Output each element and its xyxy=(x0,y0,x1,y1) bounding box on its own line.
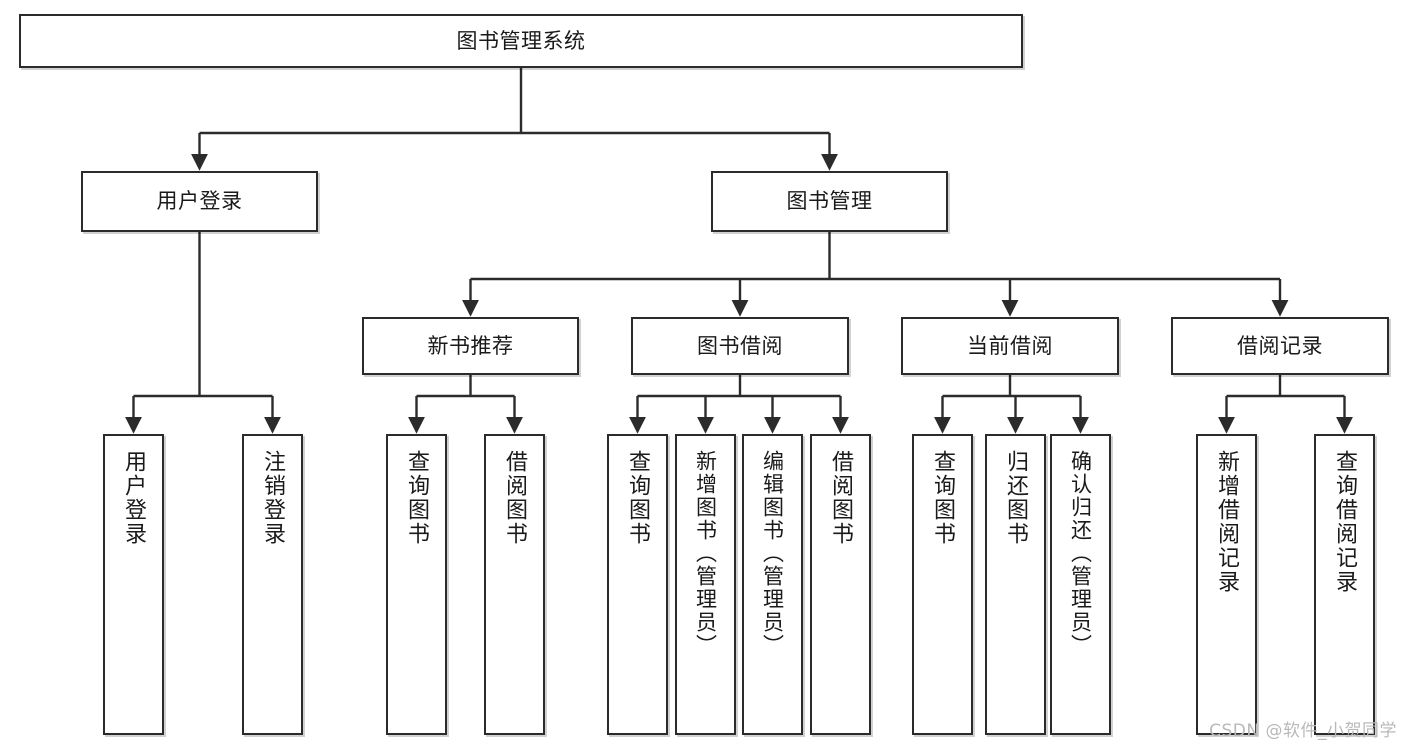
node-l1a[interactable]: 用户登录 xyxy=(81,171,318,232)
node-label: 确认归还（管理员） xyxy=(1068,450,1093,657)
node-root[interactable]: 图书管理系统 xyxy=(19,14,1023,68)
node-label: 图书借阅 xyxy=(697,333,783,358)
node-label: 借阅图书 xyxy=(828,450,854,546)
node-n1[interactable]: 用户登录 xyxy=(103,434,164,735)
node-label: 当前借阅 xyxy=(967,333,1053,358)
node-n13[interactable]: 查询借阅记录 xyxy=(1314,434,1375,735)
node-label: 查询借阅记录 xyxy=(1332,450,1358,594)
node-label: 借阅图书 xyxy=(502,450,528,546)
node-n4[interactable]: 借阅图书 xyxy=(484,434,545,735)
node-l2b[interactable]: 图书借阅 xyxy=(631,317,849,375)
node-n11[interactable]: 确认归还（管理员） xyxy=(1050,434,1111,735)
node-n9[interactable]: 查询图书 xyxy=(912,434,973,735)
node-l2c[interactable]: 当前借阅 xyxy=(901,317,1119,375)
node-label: 图书管理 xyxy=(786,189,873,214)
node-l2d[interactable]: 借阅记录 xyxy=(1171,317,1389,375)
node-label: 编辑图书（管理员） xyxy=(760,450,785,657)
node-n8[interactable]: 借阅图书 xyxy=(810,434,871,735)
node-n12[interactable]: 新增借阅记录 xyxy=(1196,434,1257,735)
node-label: 借阅记录 xyxy=(1237,333,1323,358)
node-label: 新增借阅记录 xyxy=(1214,450,1240,594)
node-n5[interactable]: 查询图书 xyxy=(607,434,668,735)
node-label: 图书管理系统 xyxy=(456,28,586,53)
node-label: 查询图书 xyxy=(930,450,956,546)
node-n7[interactable]: 编辑图书（管理员） xyxy=(742,434,803,735)
node-l1b[interactable]: 图书管理 xyxy=(711,171,948,232)
node-l2a[interactable]: 新书推荐 xyxy=(362,317,579,375)
node-label: 查询图书 xyxy=(625,450,651,546)
node-label: 新增图书（管理员） xyxy=(693,450,718,657)
node-label: 归还图书 xyxy=(1003,450,1029,546)
node-n6[interactable]: 新增图书（管理员） xyxy=(675,434,736,735)
node-label: 用户登录 xyxy=(121,450,147,546)
node-n10[interactable]: 归还图书 xyxy=(985,434,1046,735)
node-n3[interactable]: 查询图书 xyxy=(386,434,447,735)
node-label: 注销登录 xyxy=(260,450,286,546)
watermark: CSDN @软件_小贺同学 xyxy=(1209,721,1397,741)
node-n2[interactable]: 注销登录 xyxy=(242,434,303,735)
node-label: 新书推荐 xyxy=(427,333,514,358)
node-label: 用户登录 xyxy=(156,189,243,214)
node-label: 查询图书 xyxy=(404,450,430,546)
